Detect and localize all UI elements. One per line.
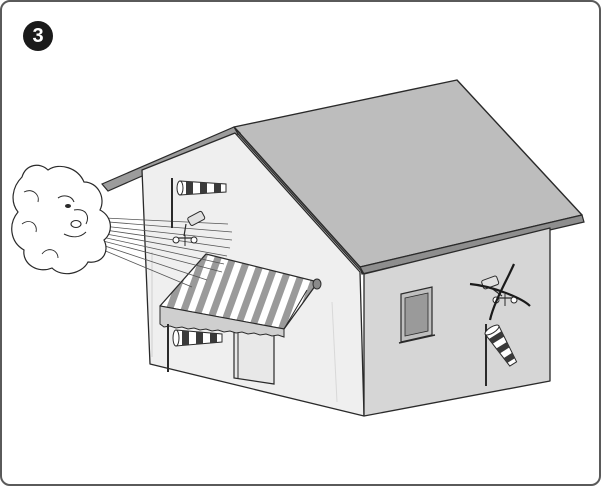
wind-cloud-face-icon xyxy=(12,165,111,273)
side-window xyxy=(399,287,435,343)
